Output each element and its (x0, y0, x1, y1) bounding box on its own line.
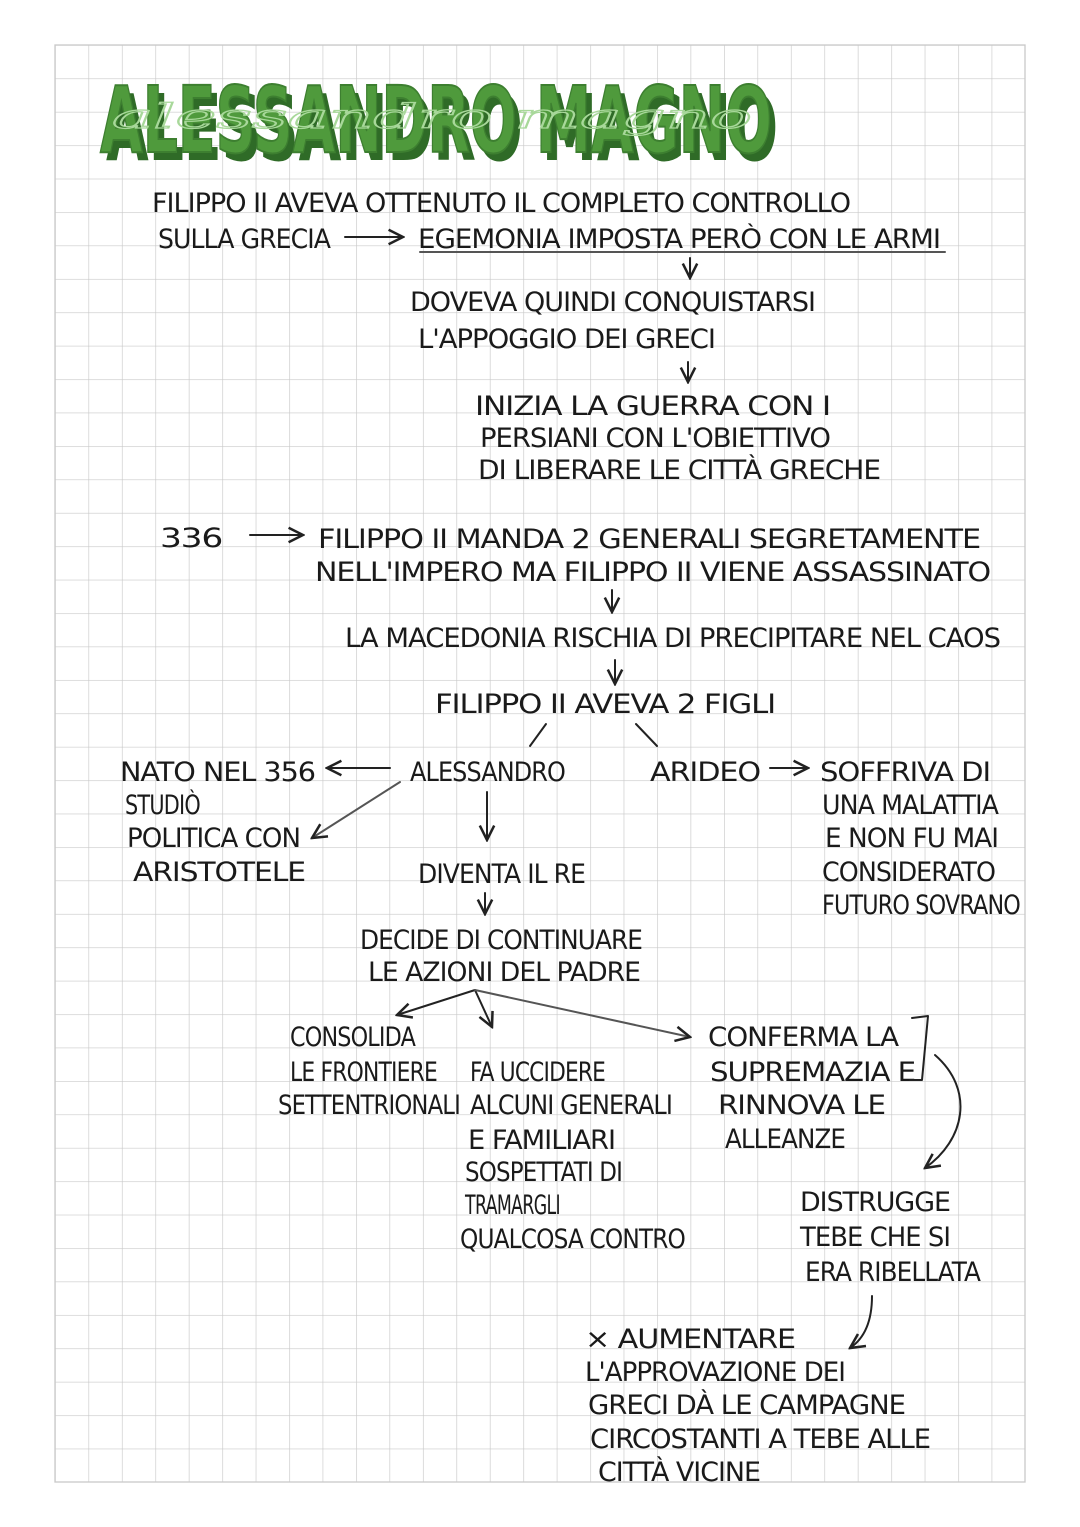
distrugge-line2: TEBE CHE SI (799, 1222, 950, 1253)
consequence: LA MACEDONIA RISCHIA DI PRECIPITARE NEL … (345, 623, 1000, 654)
arideo-line1: SOFFRIVA DI (820, 757, 990, 788)
curved-arrow-icon (850, 1295, 873, 1348)
consolida-line3: SETTENTRIONALI (278, 1090, 460, 1121)
grid-paper (54, 44, 1026, 1483)
svg-text:alessandro magno: alessandro magno (112, 97, 752, 137)
uccidere-line4: SOSPETTATI DI (465, 1157, 622, 1188)
arideo-line3: E NON FU MAI (825, 823, 998, 854)
svg-text:ALESSANDRO MAGNO: ALESSANDRO MAGNO (106, 75, 778, 182)
conferma-line1: CONFERMA LA (708, 1022, 900, 1053)
uccidere-line1: FA UCCIDERE (470, 1057, 605, 1088)
uccidere-line5: TRAMARGLI (464, 1190, 560, 1221)
intro-line2a: SULLA GRECIA (158, 224, 331, 255)
conferma-line3: RINNOVA LE (718, 1090, 885, 1121)
decides-line2: LE AZIONI DEL PADRE (368, 957, 640, 988)
consolida-line1: CONSOLIDA (290, 1022, 416, 1053)
curved-arrow-icon (925, 1054, 962, 1168)
step1-line2: L'APPOGGIO DEI GRECI (418, 324, 715, 355)
aumentare-line5: CITTÀ VICINE (598, 1456, 760, 1488)
arideo-line2: UNA MALATTIA (822, 790, 999, 821)
born: NATO NEL 356 (120, 757, 315, 788)
studied-line3: ARISTOTELE (133, 857, 305, 888)
uccidere-line2: ALCUNI GENERALI (470, 1090, 672, 1121)
bracket (909, 1015, 929, 1081)
aumentare-line1: × AUMENTARE (585, 1324, 795, 1355)
arideo-name: ARIDEO (650, 757, 760, 788)
arrow-icon (474, 989, 690, 1037)
svg-text:ALESSANDRO MAGNO: ALESSANDRO MAGNO (100, 67, 772, 174)
arideo-line5: FUTURO SOVRANO (822, 890, 1020, 921)
step2-line2: PERSIANI CON L'OBIETTIVO (480, 423, 830, 454)
year-336: 336 (160, 523, 222, 554)
branch-line (529, 723, 547, 747)
intro-line1: FILIPPO II AVEVA OTTENUTO IL COMPLETO CO… (152, 188, 850, 219)
conferma-line4: ALLEANZE (725, 1124, 845, 1155)
arrow-icon (397, 989, 476, 1015)
consolida-line2: LE FRONTIERE (290, 1057, 437, 1088)
decides-line1: DECIDE DI CONTINUARE (360, 925, 642, 956)
arrow-icon (474, 989, 492, 1027)
uccidere-line6: QUALCOSA CONTRO (460, 1224, 685, 1255)
sons: FILIPPO II AVEVA 2 FIGLI (435, 689, 775, 720)
aumentare-line2: L'APPROVAZIONE DEI (585, 1357, 845, 1388)
studied-line1: STUDIÒ (125, 789, 200, 821)
alessandro-name: ALESSANDRO (410, 757, 565, 788)
king: DIVENTA IL RE (418, 859, 585, 890)
aumentare-line4: CIRCOSTANTI A TEBE ALLE (590, 1424, 930, 1455)
arideo-line4: CONSIDERATO (822, 857, 995, 888)
event-line2: NELL'IMPERO MA FILIPPO II VIENE ASSASSIN… (315, 557, 990, 588)
page-title: ALESSANDRO MAGNO ALESSANDRO MAGNO alessa… (99, 66, 778, 182)
conferma-line2: SUPREMAZIA E (710, 1057, 915, 1088)
intro-line2b: EGEMONIA IMPOSTA PERÒ CON LE ARMI (418, 223, 940, 255)
aumentare-line3: GRECI DÀ LE CAMPAGNE (588, 1389, 905, 1421)
distrugge-line3: ERA RIBELLATA (805, 1257, 981, 1288)
uccidere-line3: E FAMILIARI (468, 1125, 615, 1156)
distrugge-line1: DISTRUGGE (800, 1187, 950, 1218)
arrow-icon (312, 781, 401, 838)
studied-line2: POLITICA CON (127, 823, 300, 854)
step1-line1: DOVEVA QUINDI CONQUISTARSI (410, 287, 815, 318)
step2-line3: DI LIBERARE LE CITTÀ GRECHE (478, 454, 880, 486)
step2-line1: INIZIA LA GUERRA CON I (475, 391, 830, 422)
event-line1: FILIPPO II MANDA 2 GENERALI SEGRETAMENTE (318, 524, 980, 555)
branch-line (635, 723, 658, 747)
